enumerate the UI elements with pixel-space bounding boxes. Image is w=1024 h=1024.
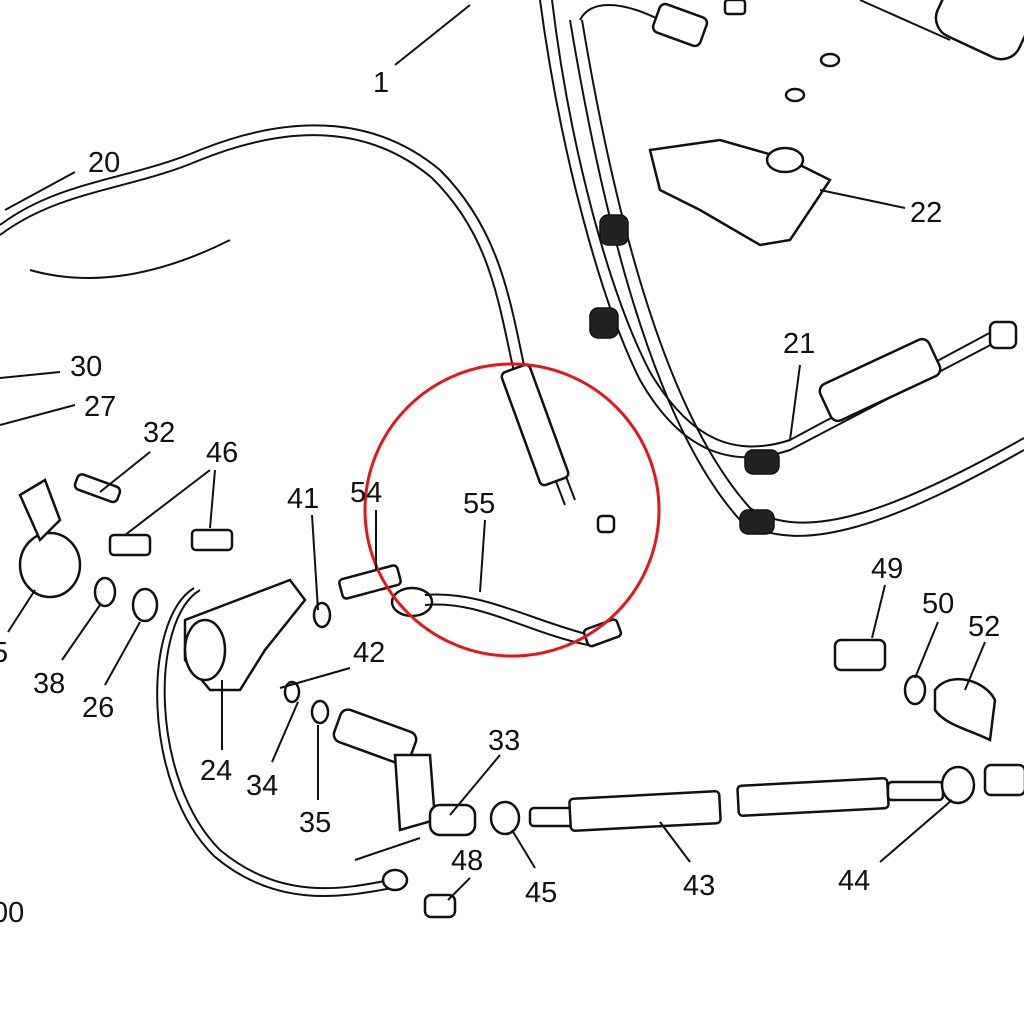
callout-38: 38 xyxy=(33,668,65,700)
callout-41: 41 xyxy=(287,483,319,515)
left-parts xyxy=(18,473,402,898)
callout-54: 54 xyxy=(350,477,382,509)
cable-20 xyxy=(0,124,576,506)
callout-32: 32 xyxy=(143,417,175,449)
callout-34: 34 xyxy=(246,770,278,802)
callout-24: 24 xyxy=(200,755,232,787)
leader-lines xyxy=(0,4,986,901)
part-55-wire xyxy=(390,586,623,648)
part-21-adjuster xyxy=(818,320,1018,423)
part-22-bracket xyxy=(648,138,832,247)
cable-coils xyxy=(500,214,780,535)
callout-48: 48 xyxy=(451,845,483,877)
callout-55: 55 xyxy=(463,488,495,520)
callout-35: 35 xyxy=(299,807,331,839)
callout-49: 49 xyxy=(871,553,903,585)
callout-43: 43 xyxy=(683,870,715,902)
lower-parts xyxy=(332,638,1024,919)
callout-5: 5 xyxy=(0,637,8,669)
callout-26: 26 xyxy=(82,692,114,724)
throttle-cables xyxy=(539,0,1024,537)
callout-33: 33 xyxy=(488,725,520,757)
callout-21: 21 xyxy=(783,328,815,360)
highlight-circle xyxy=(363,362,661,658)
handlebar-grip xyxy=(651,0,1024,103)
callout-27: 27 xyxy=(84,391,116,423)
callout-1: 1 xyxy=(373,67,389,99)
callout-50: 50 xyxy=(922,588,954,620)
callout-42: 42 xyxy=(353,637,385,669)
callout-46: 46 xyxy=(206,437,238,469)
callout-22: 22 xyxy=(910,197,942,229)
callout-20: 20 xyxy=(88,147,120,179)
callout-labels: 1 20 22 21 30 27 32 46 41 54 55 49 50 52… xyxy=(0,67,1000,929)
callout-30: 30 xyxy=(70,351,102,383)
callout-44: 44 xyxy=(838,865,870,897)
callout-00: 00 xyxy=(0,897,24,929)
callout-45: 45 xyxy=(525,877,557,909)
callout-52: 52 xyxy=(968,611,1000,643)
